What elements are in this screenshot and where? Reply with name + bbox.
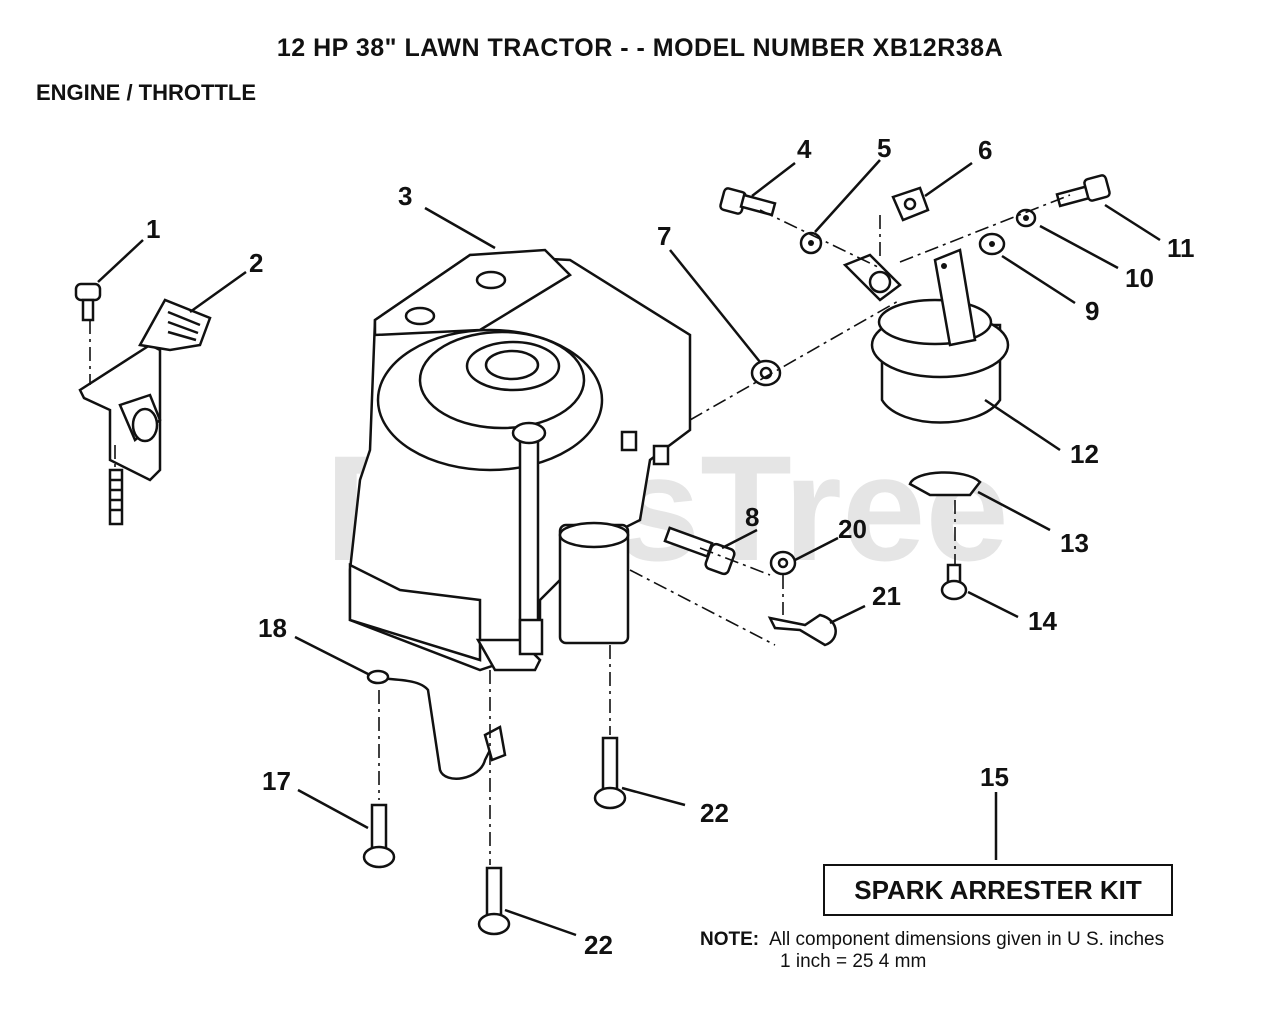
part-3-engine — [348, 248, 692, 672]
callout-1: 1 — [146, 214, 160, 244]
part-21-bracket — [767, 613, 837, 647]
part-20-nut — [769, 550, 797, 576]
part-2-throttle-control — [78, 298, 212, 526]
callout-5: 5 — [877, 133, 891, 163]
part-12-muffler — [842, 248, 1010, 424]
part-18-throttle-rod — [377, 676, 497, 780]
callout-22-a: 22 — [700, 798, 729, 828]
callout-15: 15 — [980, 762, 1009, 792]
part-22-bolt-a — [593, 736, 627, 810]
callout-12: 12 — [1070, 439, 1099, 469]
callout-7: 7 — [657, 221, 671, 251]
part-6-gasket — [891, 186, 930, 222]
note-line-2: 1 inch = 25 4 mm — [780, 951, 927, 972]
callout-13: 13 — [1060, 528, 1089, 558]
part-17-bolt — [362, 803, 396, 869]
callout-21: 21 — [872, 581, 901, 611]
section-subtitle: ENGINE / THROTTLE — [36, 80, 256, 105]
callout-4: 4 — [797, 134, 812, 164]
callout-6: 6 — [978, 135, 992, 165]
spark-arrester-kit-label: SPARK ARRESTER KIT — [823, 864, 1173, 916]
callout-17: 17 — [262, 766, 291, 796]
part-22-bolt-b — [477, 866, 511, 936]
callout-8: 8 — [745, 502, 759, 532]
callout-18: 18 — [258, 613, 287, 643]
diagram-title: 12 HP 38" LAWN TRACTOR - - MODEL NUMBER … — [276, 34, 1004, 62]
part-7-nut — [750, 359, 782, 387]
part-8-bolt — [663, 526, 736, 576]
callout-11: 11 — [1167, 233, 1195, 263]
dimension-note: NOTE: All component dimensions given in U… — [700, 929, 1164, 973]
callout-9: 9 — [1085, 296, 1099, 326]
part-4-bolt — [719, 187, 777, 217]
part-11-bolt — [1055, 174, 1111, 208]
part-14-screw — [940, 563, 968, 601]
part-1-screw — [74, 282, 102, 322]
callout-14: 14 — [1028, 606, 1057, 636]
callout-3: 3 — [398, 181, 412, 211]
callout-2: 2 — [249, 248, 263, 278]
part-13-clip — [908, 471, 982, 497]
note-label: NOTE: — [700, 929, 760, 950]
callout-10: 10 — [1125, 263, 1154, 293]
note-line-1: All component dimensions given in U S. i… — [769, 929, 1165, 950]
callout-22-b: 22 — [584, 930, 613, 960]
callout-20: 20 — [838, 514, 867, 544]
